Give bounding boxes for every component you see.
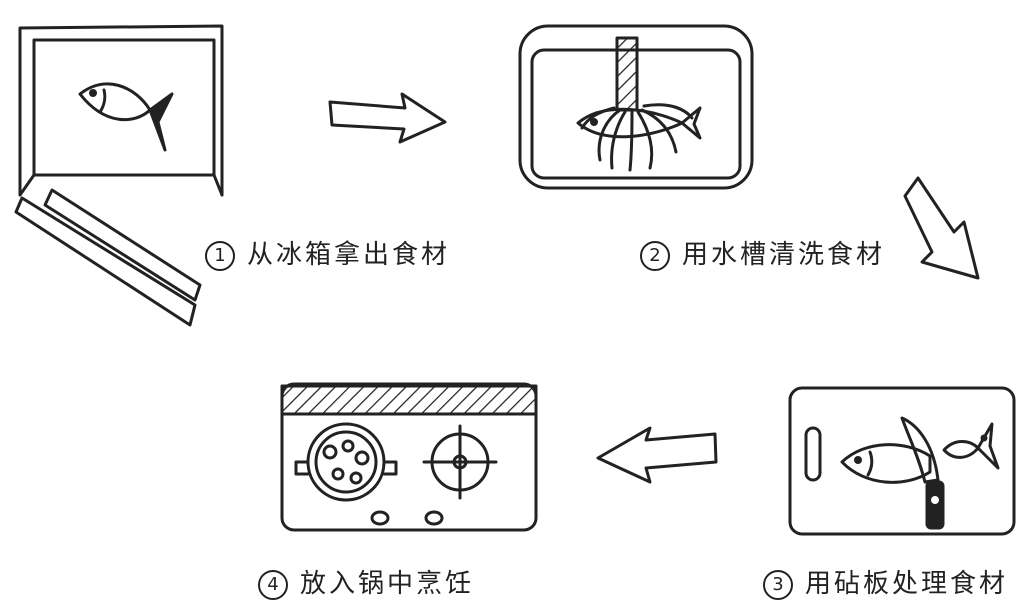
cutting-board-icon <box>788 386 1016 536</box>
step-3-text: 用砧板处理食材 <box>805 569 1009 599</box>
step-4-number: 4 <box>258 570 288 600</box>
step-1-caption: 1 从冰箱拿出食材 <box>205 241 450 271</box>
pot-icon <box>294 422 398 502</box>
arrow-down-right-icon <box>903 176 980 280</box>
step-1-number: 1 <box>205 241 235 271</box>
sink-icon <box>518 24 754 190</box>
arrow-left-icon <box>596 426 718 484</box>
fish-icon <box>840 422 1000 484</box>
step-3-number: 3 <box>763 570 793 600</box>
knife-icon <box>900 416 945 530</box>
step-4-text: 放入锅中烹饪 <box>300 569 475 599</box>
step-1-text: 从冰箱拿出食材 <box>247 240 451 270</box>
step-2-number: 2 <box>640 241 670 271</box>
step-3-caption: 3 用砧板处理食材 <box>763 570 1008 600</box>
step-4-caption: 4 放入锅中烹饪 <box>258 570 474 600</box>
step-2-text: 用水槽清洗食材 <box>682 240 886 270</box>
knob-icon <box>370 510 444 526</box>
fish-icon <box>78 82 174 152</box>
fish-icon <box>576 106 702 140</box>
arrow-right-icon <box>328 92 447 144</box>
burner-icon <box>422 424 498 500</box>
step-2-caption: 2 用水槽清洗食材 <box>640 241 885 271</box>
fridge-icon <box>14 24 224 327</box>
stove-icon <box>280 382 538 532</box>
